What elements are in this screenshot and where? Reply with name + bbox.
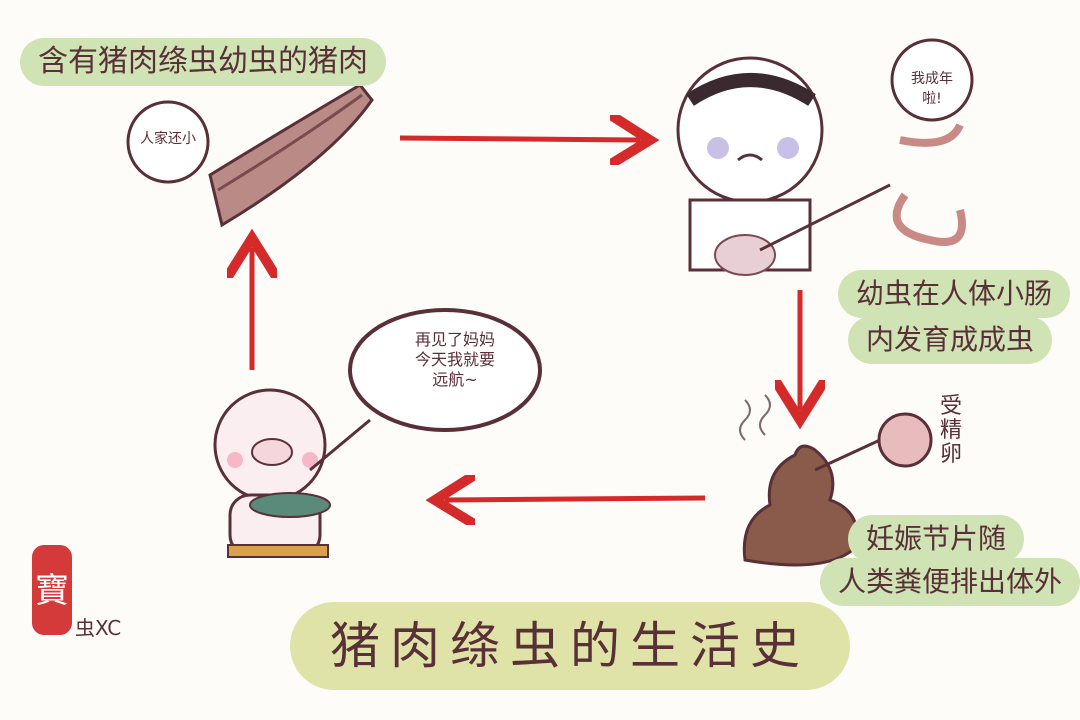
pig-drawing	[213, 308, 542, 558]
signature: 虫XC	[75, 616, 122, 640]
pork-drawing	[126, 83, 374, 228]
pig-bubble	[348, 308, 542, 432]
seal-stamp: 寶	[32, 545, 72, 635]
human-label-line2: 内发育成成虫	[848, 316, 1053, 364]
egg-label: 受精卵	[940, 394, 963, 467]
pig-bubble-line2: 今天我就要	[414, 350, 495, 369]
pork-bubble-text: 人家还小	[140, 131, 196, 147]
human-drawing	[676, 38, 974, 276]
svg-text:寶: 寶	[35, 571, 69, 611]
pig-bubble-line3: 远航~	[432, 370, 478, 389]
arrow-pork-to-human	[399, 138, 640, 140]
feces-label-line2: 人类粪便排出体外	[820, 558, 1080, 606]
pig-bubble-text: 再见了妈妈 今天我就要 远航~	[385, 330, 525, 390]
pig-bubble-line1: 再见了妈妈	[414, 330, 495, 349]
pork-label: 含有猪肉绦虫幼虫的猪肉	[20, 38, 386, 86]
page-title: 猪肉绦虫的生活史	[290, 602, 850, 690]
human-label-line1: 幼虫在人体小肠	[838, 270, 1071, 318]
arrow-feces-to-pig	[445, 498, 706, 500]
feces-label-line1: 妊娠节片随	[848, 515, 1025, 563]
feces-drawing	[739, 394, 933, 567]
human-bubble-text: 我成年啦!	[911, 71, 953, 107]
pork-bubble	[126, 100, 210, 184]
